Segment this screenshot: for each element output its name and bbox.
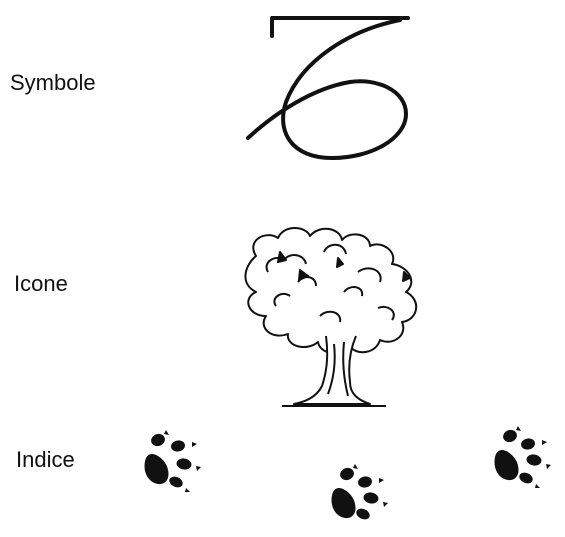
paw-print-icon bbox=[488, 424, 565, 494]
paw-print-icon bbox=[138, 428, 218, 498]
label-symbole: Symbole bbox=[10, 72, 96, 94]
capricorn-symbol-icon bbox=[240, 10, 420, 170]
label-indice: Indice bbox=[16, 449, 75, 471]
tree-drawing-icon bbox=[228, 212, 470, 412]
label-icone: Icone bbox=[14, 273, 68, 295]
